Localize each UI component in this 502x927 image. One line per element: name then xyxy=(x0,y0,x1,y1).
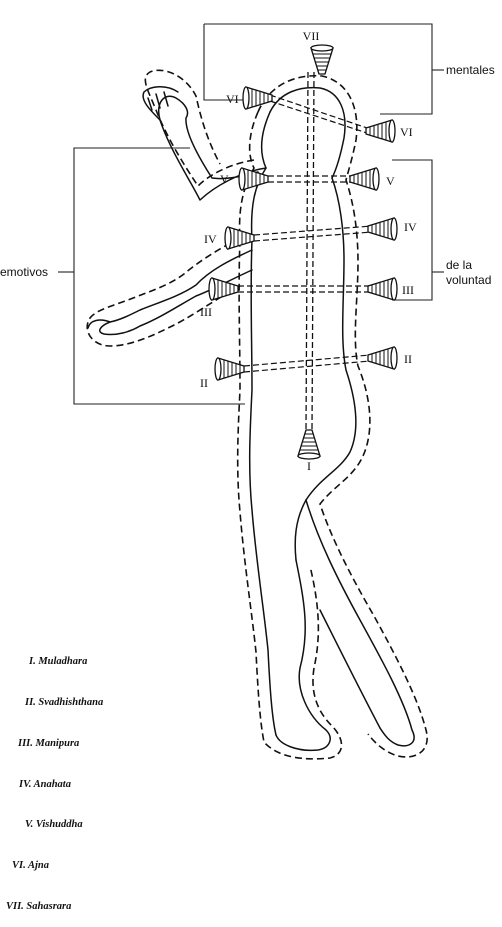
chakra-legend: I. Muladhara II. Svadhishthana III. Mani… xyxy=(6,628,103,927)
legend-item: V. Vishuddha xyxy=(6,818,103,832)
label-ii-front: II xyxy=(200,376,208,390)
chakra-cone-i xyxy=(298,430,320,459)
label-v-front: V xyxy=(220,172,229,186)
legend-item: VI. Ajna xyxy=(6,859,103,873)
chakra-cone-iii-front xyxy=(209,278,238,300)
label-i: I xyxy=(307,459,311,473)
label-vii: VII xyxy=(303,29,320,43)
group-label-voluntad-2: voluntad xyxy=(446,273,491,287)
chakra-cone-iii-back xyxy=(368,278,397,300)
legend-item: VII. Sahasrara xyxy=(6,900,103,914)
chakra-cone-iv-back xyxy=(368,218,397,240)
label-iv-back: IV xyxy=(404,220,417,234)
central-channel xyxy=(306,72,314,430)
chakra-cone-vi-back xyxy=(366,120,395,142)
legend-item: I. Muladhara xyxy=(6,655,103,669)
legend-item: III. Manipura xyxy=(6,737,103,751)
group-label-voluntad-1: de la xyxy=(446,258,472,272)
chakra-cone-iv-front xyxy=(225,227,254,249)
chakra-cone-vi-front xyxy=(243,87,272,109)
label-vi-front: VI xyxy=(226,92,239,106)
label-vi-back: VI xyxy=(400,125,413,139)
label-iv-front: IV xyxy=(204,232,217,246)
label-iii-front: III xyxy=(200,305,212,319)
chakra-cone-vii xyxy=(311,45,333,74)
group-label-emotivos: emotivos xyxy=(0,265,48,279)
label-iii-back: III xyxy=(402,283,414,297)
label-v-back: V xyxy=(386,174,395,188)
bracket-voluntad xyxy=(392,160,444,300)
chakra-cone-ii-back xyxy=(368,347,397,369)
legend-item: II. Svadhishthana xyxy=(6,696,103,710)
energy-channels xyxy=(238,95,372,372)
chakra-cone-v-back xyxy=(350,168,379,190)
label-ii-back: II xyxy=(404,352,412,366)
group-label-mentales: mentales xyxy=(446,63,495,77)
legend-item: IV. Anahata xyxy=(6,778,103,792)
